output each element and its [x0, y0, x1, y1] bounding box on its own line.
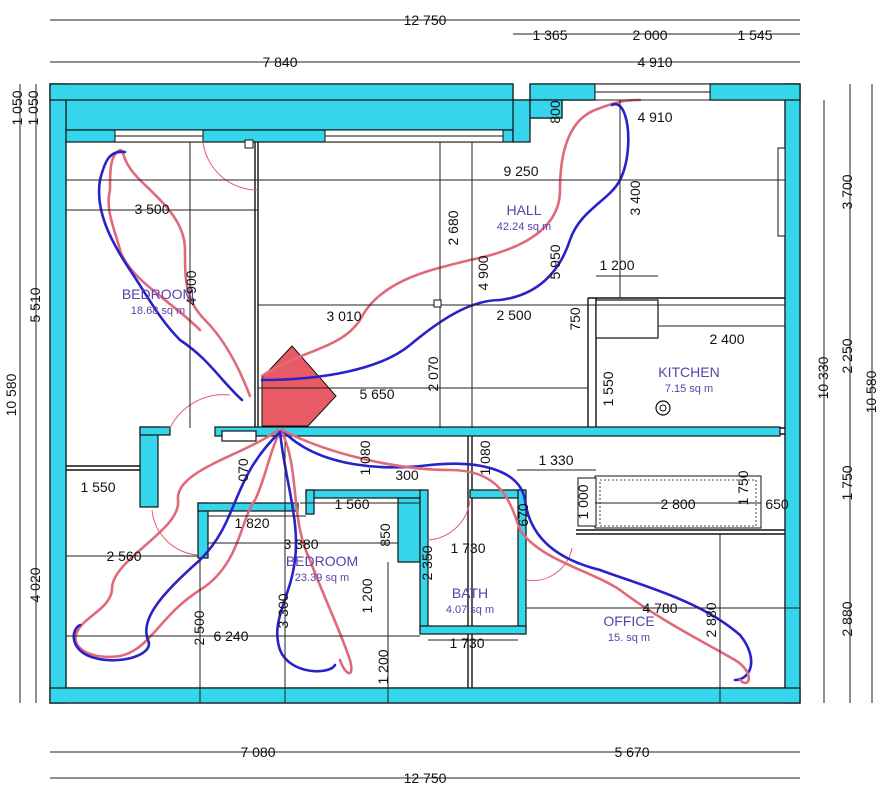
dim-label: 2 680	[445, 210, 461, 245]
dim-label: 800	[547, 100, 563, 124]
room-name: BEDROOM	[122, 286, 194, 302]
dim-label: 4 910	[637, 54, 672, 70]
dim-label: 2 250	[839, 338, 855, 373]
dim-label: 9 250	[503, 163, 538, 179]
dim-label: 1 050	[9, 90, 25, 125]
dim-label: 1 560	[334, 496, 369, 512]
dim-label: 2 800	[660, 496, 695, 512]
dim-label: 1 200	[375, 649, 391, 684]
room-area: 42.24 sq m	[497, 221, 551, 233]
dim-label: 1 750	[735, 470, 751, 505]
dim-label: 4 900	[183, 270, 199, 305]
dim-label: 1 080	[477, 440, 493, 475]
dim-label: 1 550	[600, 371, 616, 406]
interior-walls	[66, 142, 785, 688]
dim-label: 1 750	[839, 465, 855, 500]
dim-label: 750	[567, 307, 583, 331]
dim-label: 10 580	[863, 370, 879, 413]
dim-label: 2 350	[419, 545, 435, 580]
dim-label: 5 650	[359, 386, 394, 402]
dim-label: 12 750	[404, 770, 447, 786]
dim-label: 2 500	[191, 610, 207, 645]
dim-label: 1 200	[599, 257, 634, 273]
dim-label: 1 550	[80, 479, 115, 495]
dim-label: 1 050	[25, 90, 41, 125]
exterior-walls	[49, 83, 801, 704]
dim-label: 070	[235, 458, 251, 482]
dim-label: 4 780	[642, 600, 677, 616]
dim-label: 650	[765, 496, 789, 512]
dim-label: 3 380	[283, 536, 318, 552]
dim-label: 10 580	[3, 373, 19, 416]
dim-label: 1 730	[449, 635, 484, 651]
dim-label: 2 070	[425, 356, 441, 391]
room-area: 7.15 sq m	[665, 383, 713, 395]
room-area: 23.39 sq m	[295, 572, 349, 584]
dim-label: 670	[515, 503, 531, 527]
dim-label: 3 400	[627, 180, 643, 215]
room-name: BATH	[452, 585, 488, 601]
dim-label: 5 670	[614, 744, 649, 760]
dim-label: 1 820	[234, 515, 269, 531]
dim-label: 1 200	[359, 578, 375, 613]
dim-label: 2 560	[106, 548, 141, 564]
dim-label: 4 910	[637, 109, 672, 125]
dimension-lines	[19, 19, 873, 779]
junction-marker	[433, 299, 442, 308]
dim-label: 3 500	[134, 201, 169, 217]
dim-label: 10 330	[815, 356, 831, 399]
room-name: HALL	[506, 202, 541, 218]
dim-label: 3 010	[326, 308, 361, 324]
dim-label: 7 840	[262, 54, 297, 70]
dim-label: 1 000	[575, 484, 591, 519]
dim-label: 12 750	[404, 12, 447, 28]
room-area: 4.07 sq m	[446, 604, 494, 616]
dim-label: 1 545	[737, 27, 772, 43]
dim-label: 2 400	[709, 331, 744, 347]
windows	[114, 83, 786, 237]
dim-label: 5 510	[27, 287, 43, 322]
dim-label: 2 880	[839, 601, 855, 636]
route-paths	[72, 98, 753, 685]
dim-label: 7 080	[240, 744, 275, 760]
room-name: OFFICE	[603, 613, 654, 629]
room-name: KITCHEN	[658, 364, 719, 380]
dim-label: 2 000	[632, 27, 667, 43]
junction-marker	[244, 139, 254, 149]
room-labels: BEDROOM 18.68 sq m HALL 42.24 sq m KITCH…	[122, 202, 720, 644]
dim-label: 1 080	[357, 440, 373, 475]
dim-label: 3 300	[275, 593, 291, 628]
dim-label: 4 900	[475, 255, 491, 290]
door-swings	[151, 141, 573, 582]
dim-label: 4 020	[27, 567, 43, 602]
dim-label: 300	[395, 467, 419, 483]
dim-label: 850	[377, 523, 393, 547]
dim-label: 5 950	[547, 244, 563, 279]
room-name: BEDROOM	[286, 553, 358, 569]
dim-label: 2 500	[496, 307, 531, 323]
dim-label: 1 365	[532, 27, 567, 43]
dimension-labels: 12 750 1 365 2 000 1 545 7 840 4 910 1 0…	[3, 12, 879, 786]
dim-label: 1 730	[450, 540, 485, 556]
room-area: 15. sq m	[608, 632, 650, 644]
dim-label: 1 330	[538, 452, 573, 468]
room-area: 18.68 sq m	[131, 305, 185, 317]
dim-label: 6 240	[213, 628, 248, 644]
dim-label: 3 700	[839, 174, 855, 209]
dim-label: 2 880	[703, 602, 719, 637]
